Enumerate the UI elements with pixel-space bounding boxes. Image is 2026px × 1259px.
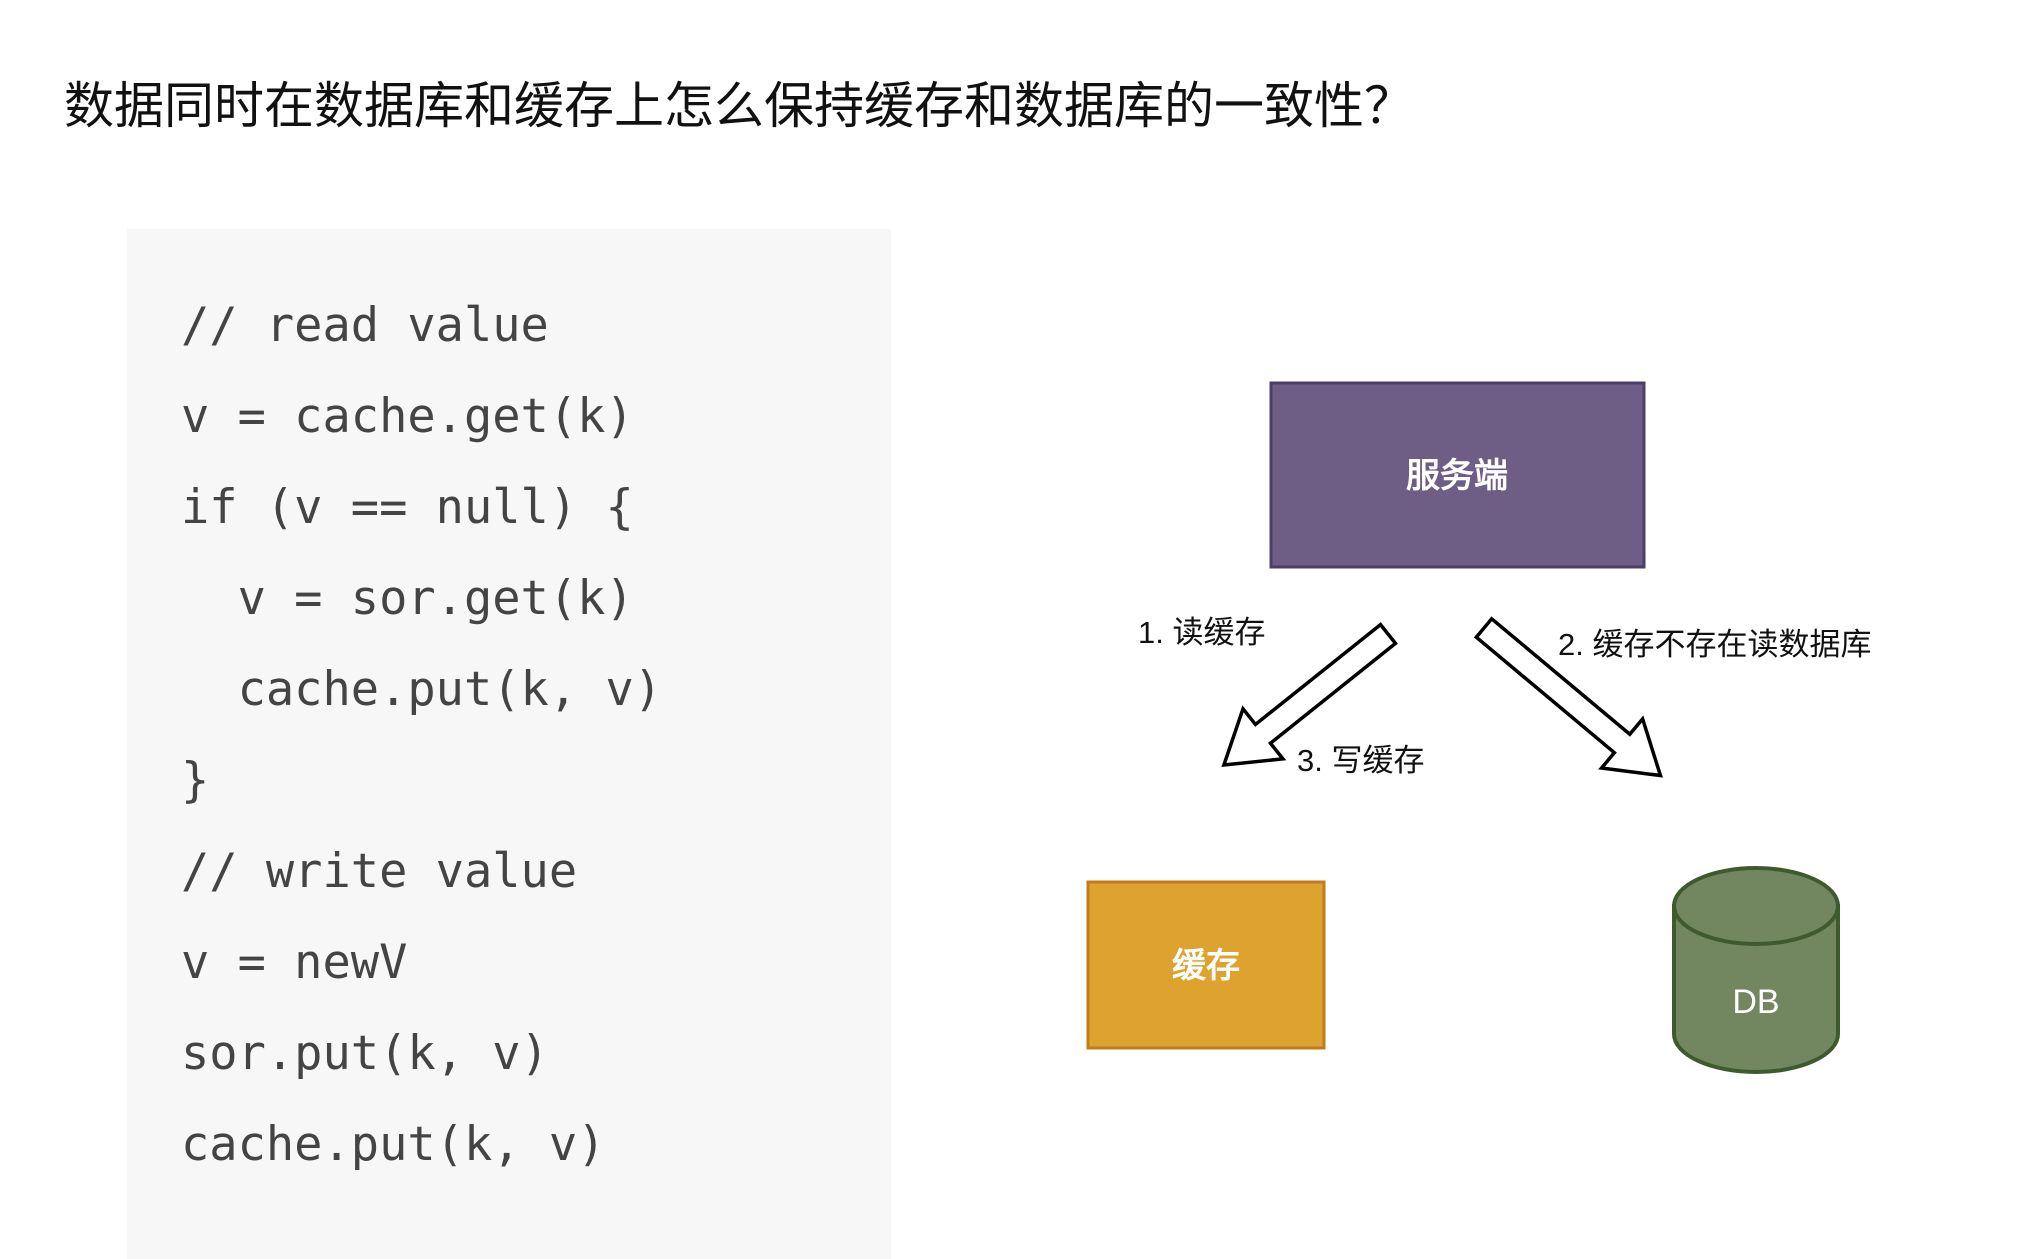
code-line: sor.put(k, v) xyxy=(181,1026,549,1081)
step1-label: 1. 读缓存 xyxy=(1138,615,1265,650)
code-block: // read value v = cache.get(k) if (v == … xyxy=(127,229,891,1259)
code-line: v = newV xyxy=(181,935,408,990)
step3-label: 3. 写缓存 xyxy=(1297,743,1424,778)
server-box xyxy=(1269,381,1646,569)
cache-node: 缓存 xyxy=(1086,880,1326,1050)
server-node: 服务端 xyxy=(1269,381,1646,569)
code-line: cache.put(k, v) xyxy=(181,662,663,717)
arrow-read-db xyxy=(1473,616,1663,778)
code-line: cache.put(k, v) xyxy=(181,1117,606,1172)
code-line: v = cache.get(k) xyxy=(181,389,634,444)
code-line: // read value xyxy=(181,298,549,353)
server-label: 服务端 xyxy=(1406,457,1508,495)
code-line: } xyxy=(181,753,210,808)
code-line: // write value xyxy=(181,844,578,899)
db-cylinder-body xyxy=(1672,904,1840,1074)
db-cylinder-top xyxy=(1672,866,1840,946)
page-title: 数据同时在数据库和缓存上怎么保持缓存和数据库的一致性？ xyxy=(64,78,1414,134)
code-line: v = sor.get(k) xyxy=(181,571,634,626)
step2-label: 2. 缓存不存在读数据库 xyxy=(1558,627,1871,662)
arrow-read-write-cache xyxy=(1221,622,1398,768)
code-line: if (v == null) { xyxy=(181,480,634,535)
db-node: DB xyxy=(1672,866,1840,1074)
db-label: DB xyxy=(1732,983,1779,1021)
cache-box xyxy=(1086,880,1326,1050)
cache-label: 缓存 xyxy=(1172,947,1240,985)
